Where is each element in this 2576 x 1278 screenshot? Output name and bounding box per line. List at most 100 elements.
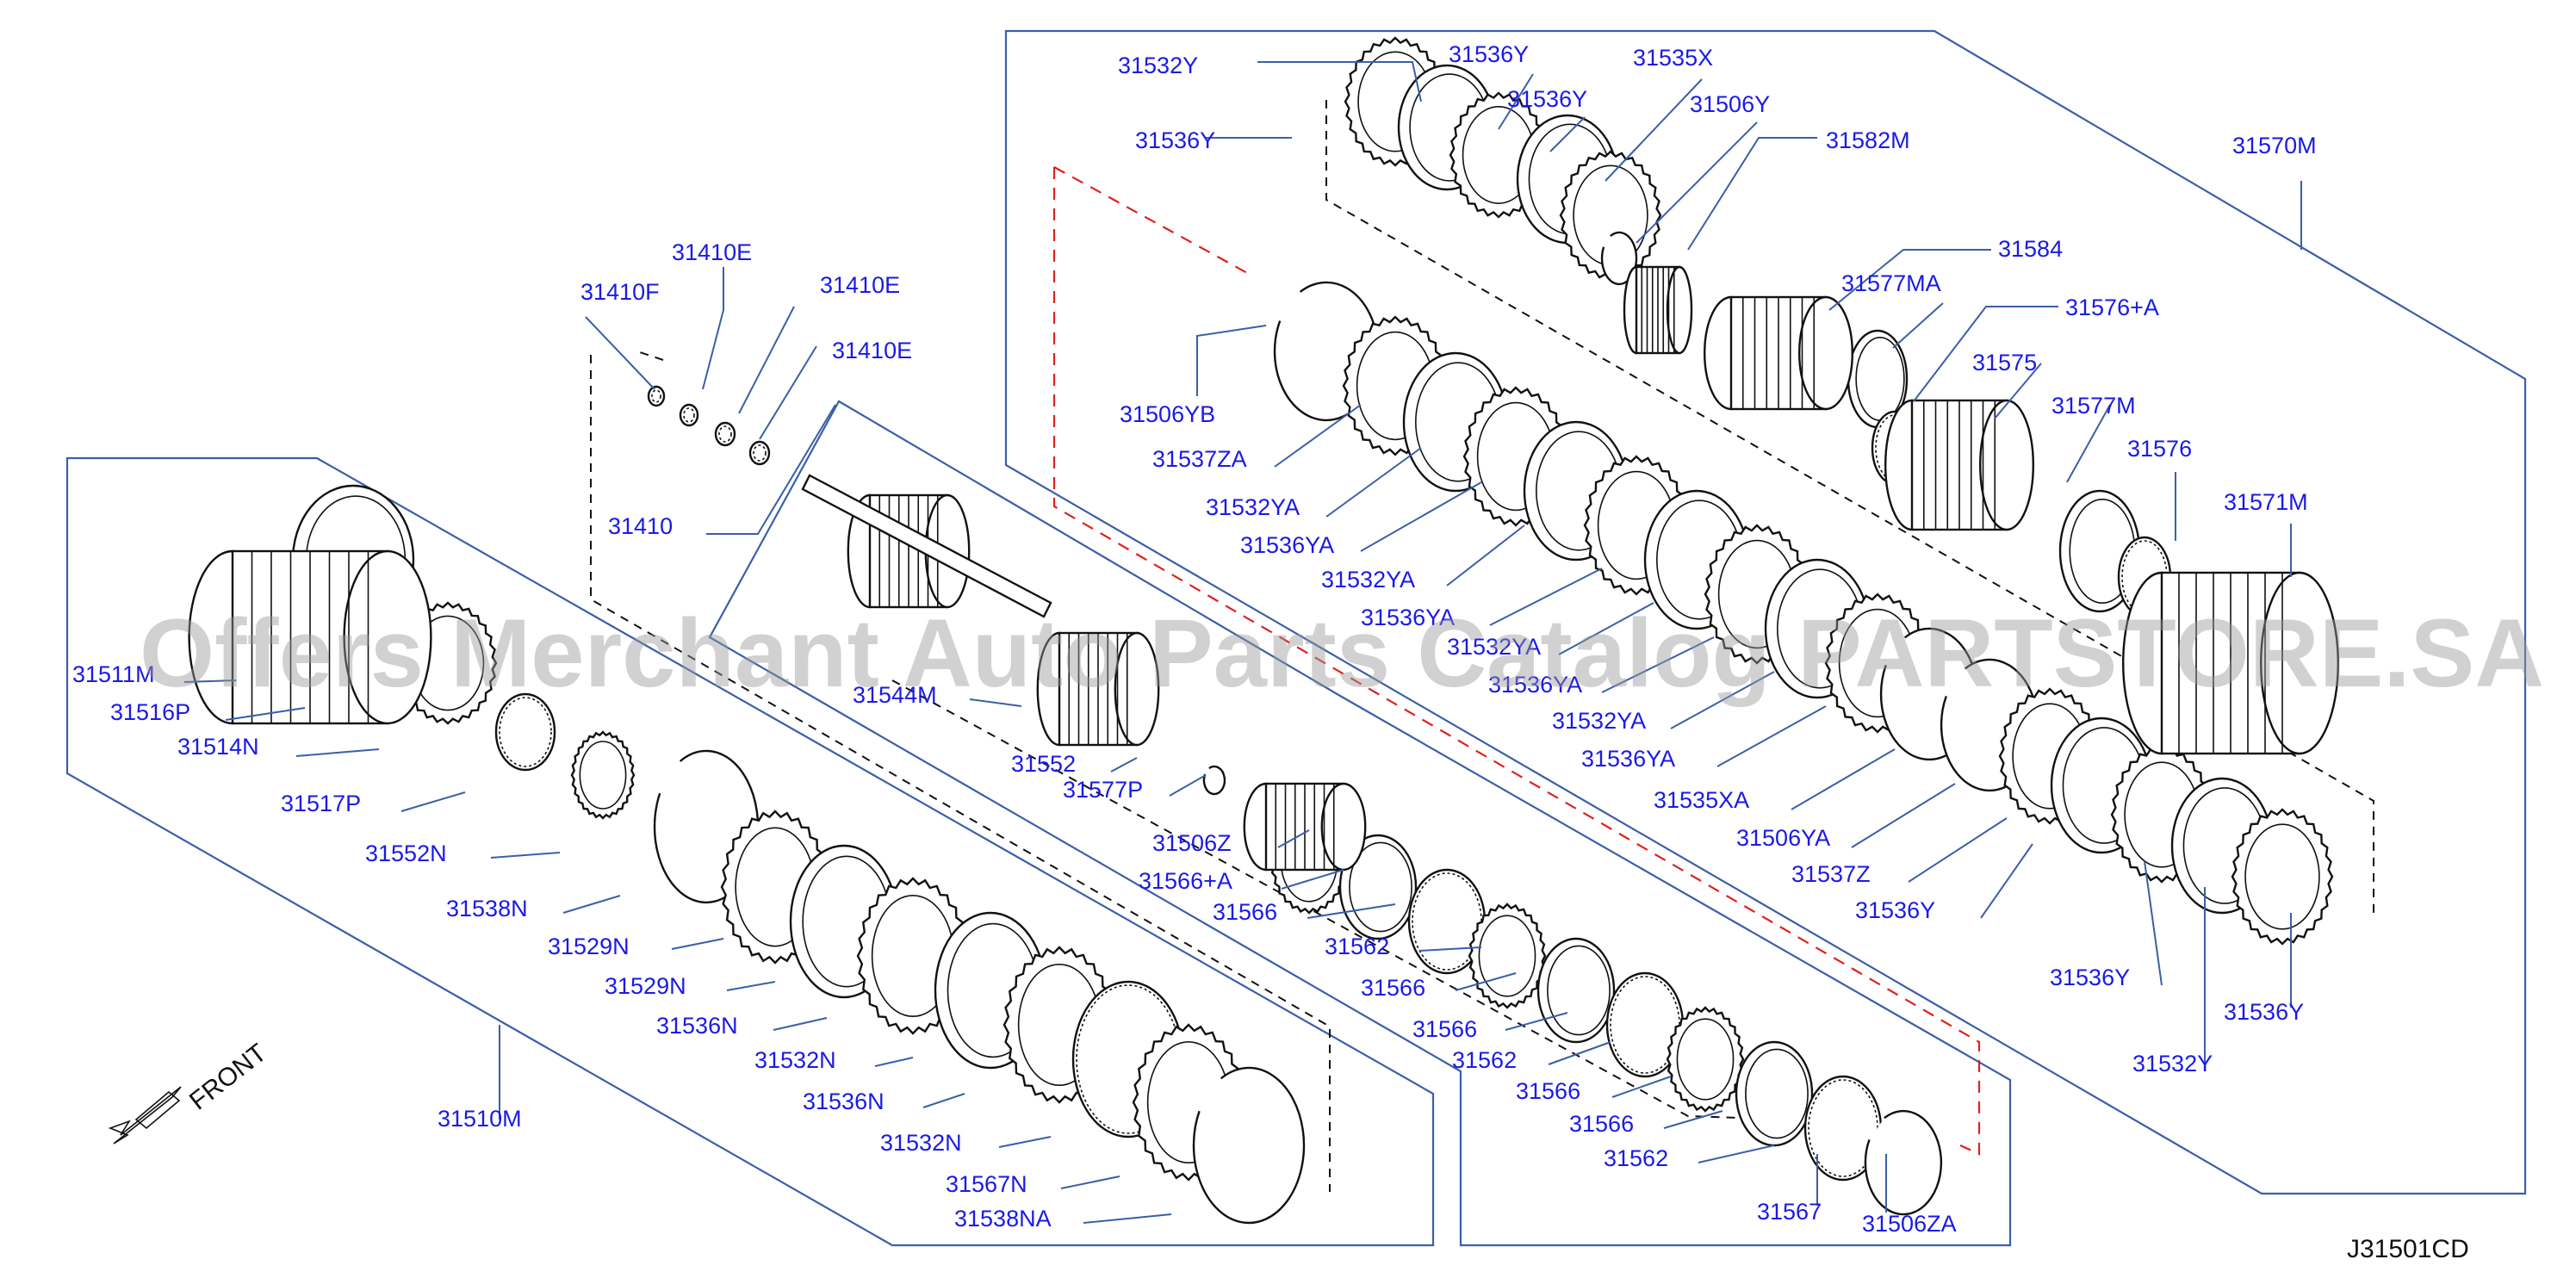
part-ring bbox=[1192, 1066, 1306, 1225]
leader-line bbox=[1913, 306, 2058, 402]
part-label-31532y-a[interactable]: 31532Y bbox=[1118, 53, 1198, 78]
part-label-31510m[interactable]: 31510M bbox=[438, 1106, 522, 1132]
leader-line bbox=[1110, 757, 1138, 772]
part-label-31410e-b[interactable]: 31410E bbox=[820, 272, 900, 298]
part-label-31529n-a[interactable]: 31529N bbox=[548, 934, 630, 959]
leader-line bbox=[400, 791, 466, 812]
part-label-31577p[interactable]: 31577P bbox=[1063, 777, 1143, 803]
part-label-31536y-e[interactable]: 31536Y bbox=[2050, 965, 2130, 990]
front-arrow-icon bbox=[108, 1086, 182, 1145]
part-ring bbox=[714, 421, 736, 447]
part-label-31536ya-a[interactable]: 31536YA bbox=[1240, 532, 1334, 558]
part-label-31562-b[interactable]: 31562 bbox=[1452, 1047, 1517, 1073]
part-label-31517p[interactable]: 31517P bbox=[281, 791, 361, 816]
assembly-frame bbox=[65, 456, 1435, 1247]
assembly-frame bbox=[1004, 29, 2527, 1195]
drum-31571M bbox=[2121, 571, 2339, 755]
part-label-31536y-d[interactable]: 31536Y bbox=[1855, 897, 1935, 923]
leader-line bbox=[1611, 1076, 1672, 1098]
part-label-31410e-c[interactable]: 31410E bbox=[832, 338, 912, 363]
part-label-31536ya-c[interactable]: 31536YA bbox=[1488, 672, 1582, 698]
clutch-31584 bbox=[1703, 295, 1853, 411]
part-label-31571m[interactable]: 31571M bbox=[2224, 489, 2308, 515]
leader-line bbox=[773, 1017, 828, 1031]
part-label-31536ya-d[interactable]: 31536YA bbox=[1581, 746, 1675, 772]
part-label-31536y-b[interactable]: 31536Y bbox=[1507, 86, 1587, 112]
leader-line bbox=[1489, 568, 1603, 626]
part-label-31576a[interactable]: 31576+A bbox=[2065, 295, 2159, 320]
assembly-dashed-line bbox=[590, 355, 1331, 1192]
part-label-31536y-c[interactable]: 31536Y bbox=[1135, 127, 1215, 153]
part-label-31532n-a[interactable]: 31532N bbox=[754, 1047, 836, 1073]
part-ring bbox=[748, 440, 771, 466]
part-label-31514n[interactable]: 31514N bbox=[177, 734, 259, 760]
part-label-31410[interactable]: 31410 bbox=[608, 513, 673, 539]
leader-line bbox=[998, 1136, 1052, 1148]
part-label-31576[interactable]: 31576 bbox=[2127, 436, 2192, 462]
leader-line bbox=[1605, 78, 1703, 182]
part-label-31506z[interactable]: 31506Z bbox=[1152, 830, 1232, 856]
part-label-31537za[interactable]: 31537ZA bbox=[1152, 446, 1247, 472]
part-ring bbox=[1864, 1109, 1943, 1216]
part-label-31506y[interactable]: 31506Y bbox=[1690, 91, 1770, 117]
part-label-31566-c[interactable]: 31566 bbox=[1412, 1016, 1477, 1042]
part-label-31532ya-b[interactable]: 31532YA bbox=[1321, 567, 1415, 592]
part-label-31566-a[interactable]: 31566 bbox=[1213, 899, 1277, 925]
leader-line bbox=[1549, 116, 1586, 152]
part-label-31538na[interactable]: 31538NA bbox=[954, 1206, 1052, 1231]
part-label-31566-b[interactable]: 31566 bbox=[1361, 975, 1425, 1001]
part-label-31577m[interactable]: 31577M bbox=[2051, 393, 2136, 419]
part-label-31538n[interactable]: 31538N bbox=[446, 896, 528, 921]
part-label-31535x[interactable]: 31535X bbox=[1633, 45, 1713, 71]
part-label-31410f[interactable]: 31410F bbox=[580, 279, 660, 305]
part-label-31410e-a[interactable]: 31410E bbox=[672, 239, 752, 265]
part-label-31536y-f[interactable]: 31536Y bbox=[2224, 999, 2304, 1025]
leader-line bbox=[1446, 524, 1525, 586]
part-label-31535xa[interactable]: 31535XA bbox=[1654, 787, 1749, 813]
part-ring bbox=[570, 730, 636, 820]
part-label-31506za[interactable]: 31506ZA bbox=[1862, 1211, 1957, 1237]
part-label-31562-a[interactable]: 31562 bbox=[1325, 934, 1389, 959]
part-label-31577ma[interactable]: 31577MA bbox=[1841, 270, 1941, 296]
part-label-31566-e[interactable]: 31566 bbox=[1569, 1111, 1634, 1137]
part-ring bbox=[2231, 808, 2334, 946]
part-label-31532n-b[interactable]: 31532N bbox=[880, 1130, 962, 1156]
leader-line bbox=[490, 852, 561, 859]
part-label-31575[interactable]: 31575 bbox=[1972, 350, 2037, 375]
part-label-31544m[interactable]: 31544M bbox=[853, 682, 937, 708]
part-label-31552[interactable]: 31552 bbox=[1011, 751, 1076, 777]
part-label-31532ya-d[interactable]: 31532YA bbox=[1552, 708, 1646, 734]
part-label-31566a[interactable]: 31566+A bbox=[1139, 868, 1232, 894]
part-label-31536n-a[interactable]: 31536N bbox=[656, 1013, 738, 1039]
part-label-31536y-a[interactable]: 31536Y bbox=[1449, 41, 1529, 67]
part-label-31506ya[interactable]: 31506YA bbox=[1736, 825, 1830, 851]
leader-line bbox=[183, 679, 237, 683]
part-label-31532ya-a[interactable]: 31532YA bbox=[1206, 494, 1300, 520]
part-label-31532ya-c[interactable]: 31532YA bbox=[1447, 634, 1541, 660]
part-label-31506yb[interactable]: 31506YB bbox=[1120, 401, 1215, 427]
leader-lines bbox=[183, 61, 2302, 1224]
part-label-31532y-b[interactable]: 31532Y bbox=[2132, 1051, 2213, 1076]
leader-line bbox=[1548, 1041, 1611, 1065]
part-ring bbox=[494, 692, 556, 772]
part-label-31570m[interactable]: 31570M bbox=[2232, 133, 2317, 158]
part-label-31516p[interactable]: 31516P bbox=[110, 699, 190, 725]
part-label-31511m[interactable]: 31511M bbox=[72, 661, 155, 687]
leader-line bbox=[738, 306, 795, 414]
part-label-31562-c[interactable]: 31562 bbox=[1604, 1145, 1668, 1171]
part-label-31567[interactable]: 31567 bbox=[1757, 1199, 1822, 1225]
leader-line bbox=[1828, 249, 1991, 311]
part-label-31582m[interactable]: 31582M bbox=[1826, 127, 1910, 153]
part-label-31584[interactable]: 31584 bbox=[1998, 236, 2063, 262]
part-label-31536n-b[interactable]: 31536N bbox=[803, 1089, 885, 1114]
leader-line bbox=[671, 938, 724, 950]
part-label-31529n-b[interactable]: 31529N bbox=[605, 973, 686, 999]
part-label-31536ya-b[interactable]: 31536YA bbox=[1361, 605, 1455, 630]
part-label-31566-d[interactable]: 31566 bbox=[1516, 1078, 1580, 1104]
leader-line bbox=[1277, 829, 1310, 848]
part-label-31537z[interactable]: 31537Z bbox=[1791, 861, 1871, 887]
part-ring bbox=[679, 403, 699, 427]
part-label-31567n[interactable]: 31567N bbox=[946, 1171, 1027, 1197]
leader-line bbox=[1908, 817, 2008, 883]
part-label-31552n[interactable]: 31552N bbox=[365, 841, 447, 866]
